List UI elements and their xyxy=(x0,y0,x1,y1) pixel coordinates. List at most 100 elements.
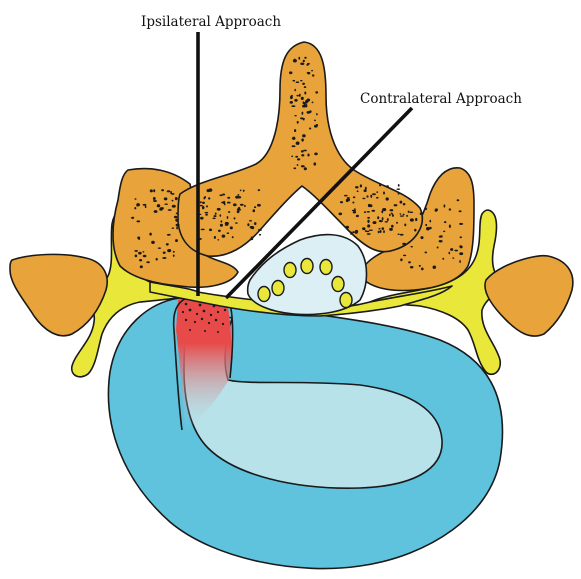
bone-speckle xyxy=(304,102,306,105)
bone-speckle xyxy=(146,261,150,263)
bone-speckle xyxy=(293,167,296,169)
bone-speckle xyxy=(214,236,216,239)
bone-speckle xyxy=(138,252,142,255)
bone-speckle xyxy=(408,211,410,213)
bone-speckle xyxy=(208,197,210,199)
bone-speckle xyxy=(251,237,254,239)
bone-speckle xyxy=(301,165,305,167)
bone-speckle xyxy=(290,96,293,99)
bone-speckle xyxy=(292,137,295,140)
bone-speckle xyxy=(158,247,161,249)
bone-speckle xyxy=(176,226,178,229)
bone-speckle xyxy=(424,251,427,253)
bone-speckle xyxy=(398,193,400,194)
transverse-process-right xyxy=(485,256,573,336)
bone-speckle xyxy=(457,199,460,201)
bone-speckle xyxy=(296,81,300,83)
bone-speckle xyxy=(347,198,350,201)
bone-speckle xyxy=(304,57,306,59)
bone-speckle xyxy=(367,224,370,227)
nerve-root xyxy=(284,263,296,278)
bone-speckle xyxy=(167,234,171,236)
bone-speckle xyxy=(356,215,359,217)
bone-speckle xyxy=(372,210,376,212)
bone-speckle xyxy=(225,224,229,226)
bone-speckle xyxy=(301,118,305,120)
bone-speckle xyxy=(161,189,164,191)
bone-speckle xyxy=(294,89,296,92)
bone-speckle xyxy=(172,205,176,208)
bone-speckle xyxy=(400,201,403,204)
bone-speckle xyxy=(379,220,383,222)
bone-speckle xyxy=(140,265,143,268)
bone-speckle xyxy=(219,214,221,217)
bone-speckle xyxy=(300,62,304,64)
bone-speckle xyxy=(172,200,174,202)
bone-speckle xyxy=(369,229,373,230)
bone-speckle xyxy=(138,238,140,240)
bone-speckle xyxy=(450,248,453,251)
bone-speckle xyxy=(429,220,431,223)
bone-speckle xyxy=(234,217,236,219)
bone-speckle xyxy=(132,217,134,219)
bone-speckle xyxy=(227,232,230,234)
bone-speckle xyxy=(160,207,164,209)
bone-speckle xyxy=(429,227,432,230)
bone-speckle xyxy=(314,162,317,165)
bone-speckle xyxy=(301,154,304,156)
nerve-root xyxy=(320,260,332,275)
nerve-root xyxy=(258,287,270,302)
bone-speckle xyxy=(459,245,462,247)
bone-speckle xyxy=(235,222,238,224)
bone-speckle xyxy=(258,229,262,231)
bone-speckle xyxy=(164,203,167,204)
bone-speckle xyxy=(354,208,356,210)
bone-speckle xyxy=(355,186,359,188)
bone-speckle xyxy=(294,129,296,132)
bone-speckle xyxy=(352,201,354,203)
bone-speckle xyxy=(250,226,253,229)
bone-speckle xyxy=(173,251,175,253)
bone-speckle xyxy=(240,190,242,192)
bone-speckle xyxy=(303,150,307,152)
bone-speckle xyxy=(302,105,306,108)
bone-speckle xyxy=(415,218,417,221)
bone-speckle xyxy=(202,206,205,209)
bone-speckle xyxy=(403,255,406,257)
bone-speckle xyxy=(134,250,138,252)
bone-speckle xyxy=(360,184,362,187)
bone-speckle xyxy=(142,251,144,252)
bone-speckle xyxy=(448,252,450,255)
bone-speckle xyxy=(143,255,147,258)
bone-speckle xyxy=(307,153,309,156)
bone-speckle xyxy=(297,158,300,160)
bone-speckle xyxy=(367,220,369,223)
bone-speckle xyxy=(230,226,233,229)
bone-speckle xyxy=(300,80,303,81)
bone-speckle xyxy=(299,94,301,97)
bone-speckle xyxy=(217,239,219,240)
bone-speckle xyxy=(201,229,205,231)
bone-speckle xyxy=(297,121,299,124)
bone-speckle xyxy=(209,229,212,232)
bone-speckle xyxy=(460,236,463,238)
bone-speckle xyxy=(217,208,221,211)
bone-speckle xyxy=(449,225,451,228)
bone-speckle xyxy=(237,196,241,198)
bone-speckle xyxy=(294,99,297,102)
bone-speckle xyxy=(134,198,136,200)
bone-speckle xyxy=(352,210,356,211)
bone-speckle xyxy=(240,204,244,206)
bone-speckle xyxy=(370,195,372,198)
bone-speckle xyxy=(301,97,304,100)
bone-speckle xyxy=(289,71,292,74)
bone-speckle xyxy=(406,215,408,217)
bone-speckle xyxy=(218,230,221,232)
bone-speckle xyxy=(294,115,296,116)
bone-speckle xyxy=(153,197,156,200)
bone-speckle xyxy=(222,234,226,237)
bone-speckle xyxy=(383,230,385,233)
bone-speckle xyxy=(156,258,158,261)
bone-speckle xyxy=(414,229,416,232)
bone-speckle xyxy=(345,226,349,229)
